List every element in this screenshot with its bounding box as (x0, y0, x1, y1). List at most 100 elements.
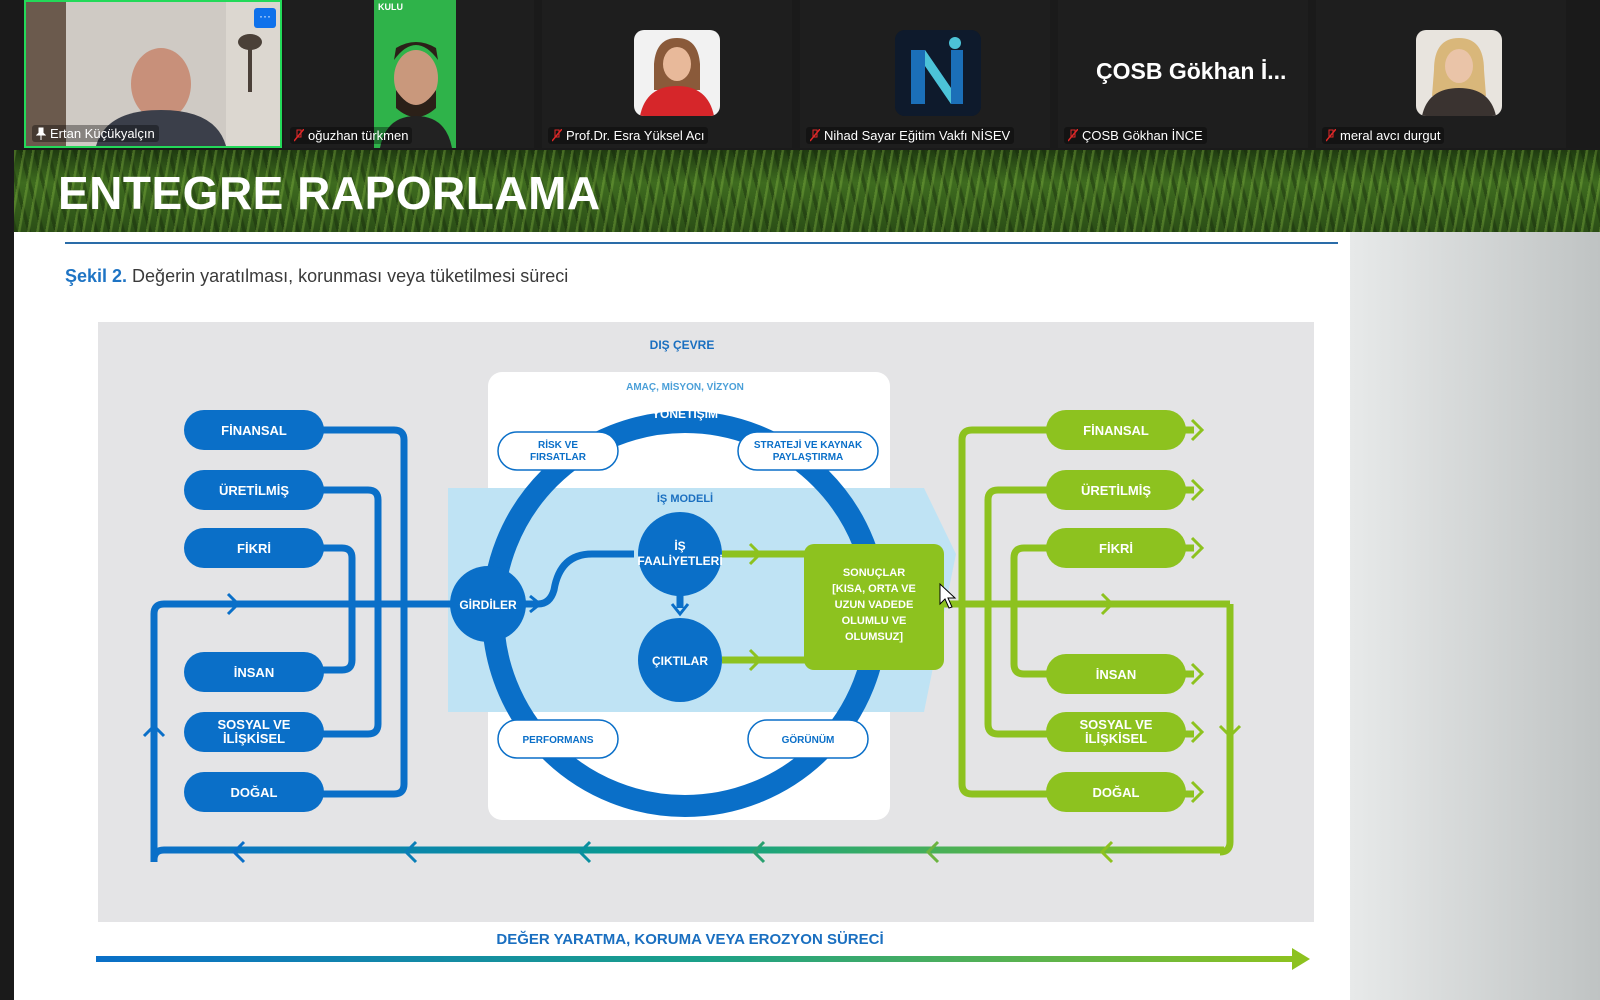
outputs-label: ÇIKTILAR (652, 654, 708, 668)
grass-background (14, 150, 1600, 232)
slide-banner: ENTEGRE RAPORLAMA (14, 150, 1600, 232)
figure-caption: Şekil 2. Değerin yaratılması, korunması … (65, 266, 568, 287)
arrow-icon (1218, 724, 1242, 739)
activities-label-1: İŞ (674, 538, 685, 553)
process-arrow-line (96, 956, 1296, 962)
process-arrow-head-icon (1292, 948, 1310, 970)
pin-icon (36, 127, 46, 140)
muted-mic-icon (810, 129, 820, 142)
participant-tile-esra[interactable]: Prof.Dr. Esra Yüksel Acı (542, 0, 792, 148)
left-capital-label: SOSYAL VE (218, 717, 291, 732)
business-model-label: İŞ MODELİ (657, 492, 713, 505)
right-capital-label: SOSYAL VE (1080, 717, 1153, 732)
value-process-bar: DEĞER YARATMA, KORUMA VEYA EROZYON SÜREC… (96, 930, 1310, 970)
green-links (722, 550, 1230, 664)
right-capital-label: FİNANSAL (1083, 423, 1149, 438)
outcomes-label: [KISA, ORTA VE (832, 583, 916, 595)
participant-tile-oguzhan[interactable]: KULU oğuzhan türkmen (284, 0, 534, 148)
participant-text-avatar: ÇOSB Gökhan İ... (1096, 58, 1287, 84)
slide-title: ENTEGRE RAPORLAMA (58, 167, 601, 219)
left-capital-financial (184, 410, 324, 450)
left-capital-label: İNSAN (234, 665, 274, 680)
left-capital-label: FİNANSAL (221, 423, 287, 438)
speaker-video (26, 2, 280, 146)
right-capital-arrows (1190, 418, 1205, 804)
left-capital-label: ÜRETİLMİŞ (219, 483, 289, 498)
arrow-icon (748, 542, 763, 566)
right-capital-financial (1046, 410, 1186, 450)
risk-label-1: RİSK VE (538, 438, 578, 451)
document-page: Şekil 2. Değerin yaratılması, korunması … (60, 232, 1350, 1000)
risk-opportunities-pill (497, 431, 619, 471)
purpose-label: AMAÇ, MİSYON, VİZYON (626, 380, 744, 393)
right-capital-human (1046, 654, 1186, 694)
right-capitals-links (958, 426, 1194, 798)
participant-name: oğuzhan türkmen (290, 127, 413, 144)
muted-mic-icon (1326, 129, 1336, 142)
participant-tile-cosb[interactable]: ÇOSB Gökhan İ... ÇOSB Gökhan İNCE (1058, 0, 1308, 148)
left-capital-social (184, 712, 324, 752)
more-options-button[interactable]: ··· (254, 8, 276, 28)
outcomes-label: OLUMLU VE (842, 615, 907, 627)
participant-name: Prof.Dr. Esra Yüksel Acı (548, 127, 709, 144)
outputs-node (638, 618, 722, 702)
outcomes-label: OLUMSUZ] (845, 631, 903, 643)
inputs-node (450, 566, 526, 642)
external-environment-label: DIŞ ÇEVRE (650, 338, 715, 352)
muted-mic-icon (294, 129, 304, 142)
participant-name: Ertan Küçükyalçın (32, 125, 159, 142)
divider (65, 242, 1338, 244)
arrow-icon (529, 594, 543, 614)
participant-tile-speaker[interactable]: ··· Ertan Küçükyalçın (24, 0, 282, 148)
right-capital-label: DOĞAL (1093, 785, 1140, 800)
muted-mic-icon (1068, 129, 1078, 142)
risk-label-2: FIRSATLAR (530, 452, 587, 463)
left-capital-human (184, 652, 324, 692)
arrow-icon (670, 603, 690, 617)
video-caption: KULU (378, 2, 403, 12)
left-capital-pills (184, 410, 324, 812)
right-capital-label: İLİŞKİSEL (1085, 731, 1147, 746)
shared-slide: ENTEGRE RAPORLAMA Şekil 2. Değerin yarat… (14, 150, 1600, 1000)
nisev-logo (895, 30, 981, 116)
figure-number: Şekil 2. (65, 266, 128, 286)
mouse-cursor-icon (939, 582, 957, 609)
participant-tile-meral[interactable]: meral avcı durgut (1316, 0, 1566, 148)
activities-node (638, 512, 722, 596)
outcomes-box (804, 544, 944, 670)
participant-name: ÇOSB Gökhan İNCE (1064, 127, 1207, 144)
left-capital-intellectual (184, 528, 324, 568)
avatar (1416, 30, 1502, 116)
right-capital-natural (1046, 772, 1186, 812)
left-capital-manufactured (184, 470, 324, 510)
participant-name: meral avcı durgut (1322, 127, 1445, 144)
inputs-label: GİRDİLER (459, 597, 517, 612)
right-capital-pills (1046, 410, 1186, 812)
left-capital-natural (184, 772, 324, 812)
participant-name: Nihad Sayar Eğitim Vakfı NİSEV (806, 127, 1015, 144)
outcomes-label: SONUÇLAR (843, 567, 905, 579)
outlook-pill (747, 719, 869, 759)
right-capital-intellectual (1046, 528, 1186, 568)
figure-caption-text: Değerin yaratılması, korunması veya tüke… (127, 266, 569, 286)
outcomes-label: UZUN VADEDE (835, 599, 914, 611)
right-capital-label: FİKRİ (1099, 541, 1133, 556)
right-capital-manufactured (1046, 470, 1186, 510)
value-creation-diagram: DIŞ ÇEVRE AMAÇ, MİSYON, VİZYON YÖNETİŞİM… (98, 322, 1314, 922)
right-capital-social (1046, 712, 1186, 752)
participant-tile-nisev[interactable]: Nihad Sayar Eğitim Vakfı NİSEV (800, 0, 1050, 148)
right-capital-label: ÜRETİLMİŞ (1081, 483, 1151, 498)
avatar (634, 30, 720, 116)
strategy-label-1: STRATEJİ VE KAYNAK (754, 438, 863, 451)
strategy-pill (737, 431, 879, 471)
arrow-icon (1100, 592, 1115, 616)
participant-strip: ··· Ertan Küçükyalçın KULU oğuzhan türkm… (0, 0, 1600, 150)
activities-label-2: FAALİYETLERİ (637, 553, 722, 568)
muted-mic-icon (552, 129, 562, 142)
arrow-icon (748, 648, 763, 672)
performance-label: PERFORMANS (522, 735, 593, 746)
outlook-label: GÖRÜNÜM (782, 733, 835, 746)
performance-pill (497, 719, 619, 759)
left-capital-label: FİKRİ (237, 541, 271, 556)
process-label: DEĞER YARATMA, KORUMA VEYA EROZYON SÜREC… (496, 930, 883, 948)
